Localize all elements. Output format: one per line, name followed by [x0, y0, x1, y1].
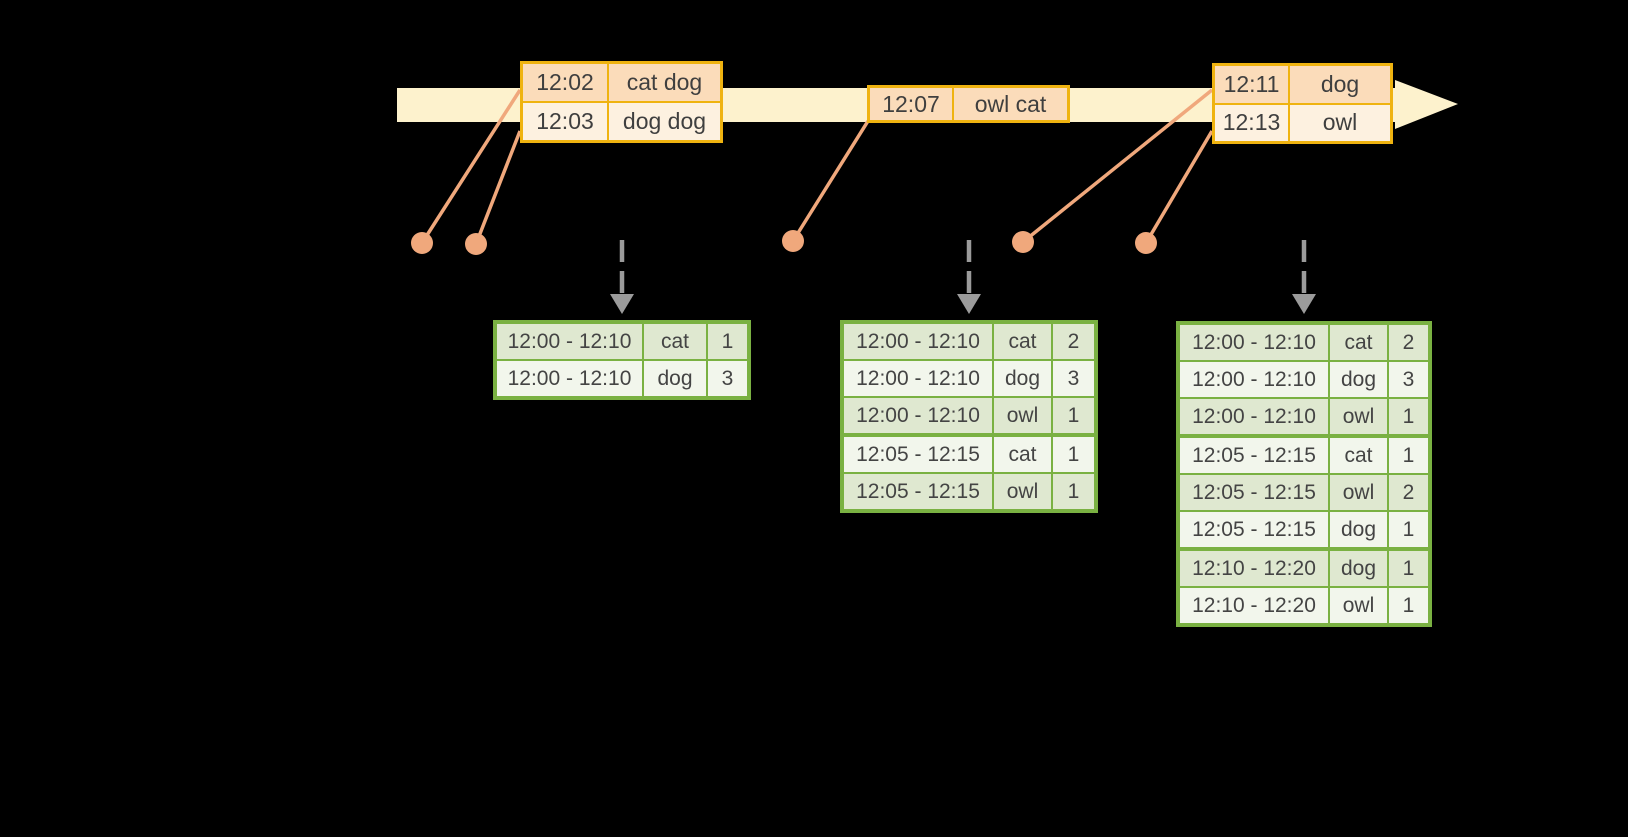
count-cell: 1	[1053, 474, 1094, 509]
event-words-cell: cat dog	[609, 64, 720, 101]
event-connector-line	[1021, 88, 1214, 244]
event-time-cell: 12:07	[870, 88, 952, 120]
window-cell: 12:00 - 12:10	[497, 361, 642, 396]
trigger-arrow-icon	[1292, 240, 1316, 314]
count-cell: 1	[1389, 399, 1428, 434]
window-cell: 12:00 - 12:10	[844, 361, 992, 396]
count-cell: 1	[1053, 437, 1094, 472]
window-cell: 12:00 - 12:10	[1180, 325, 1328, 360]
event-words-cell: dog dog	[609, 103, 720, 140]
count-cell: 2	[1389, 325, 1428, 360]
count-cell: 3	[708, 361, 747, 396]
word-cell: owl	[1330, 588, 1387, 623]
count-cell: 1	[1389, 438, 1428, 473]
window-cell: 12:00 - 12:10	[844, 398, 992, 433]
event-words-cell: owl cat	[954, 88, 1067, 120]
count-cell: 1	[1053, 398, 1094, 433]
word-cell: owl	[994, 474, 1051, 509]
event-connector-line	[420, 89, 522, 244]
trigger-arrows	[610, 240, 1316, 314]
word-cell: cat	[1330, 325, 1387, 360]
event-time-cell: 12:03	[523, 103, 607, 140]
word-cell: dog	[1330, 512, 1387, 547]
trigger-arrow-icon	[610, 240, 634, 314]
word-cell: dog	[994, 361, 1051, 396]
window-cell: 12:05 - 12:15	[1180, 438, 1328, 473]
word-cell: owl	[994, 398, 1051, 433]
event-words-cell: dog	[1290, 66, 1390, 103]
event-connector-line	[791, 120, 870, 242]
timeline-arrowhead-icon	[1395, 80, 1458, 129]
count-cell: 3	[1053, 361, 1094, 396]
word-cell: cat	[644, 324, 706, 359]
count-cell: 1	[1389, 588, 1428, 623]
window-cell: 12:10 - 12:20	[1180, 588, 1328, 623]
event-dots	[411, 230, 1157, 255]
event-dot	[1012, 231, 1034, 253]
count-cell: 1	[1389, 551, 1428, 586]
event-connector-line	[1144, 130, 1214, 244]
window-cell: 12:05 - 12:15	[844, 474, 992, 509]
word-cell: cat	[994, 324, 1051, 359]
count-cell: 3	[1389, 362, 1428, 397]
window-cell: 12:05 - 12:15	[1180, 512, 1328, 547]
word-cell: cat	[994, 437, 1051, 472]
word-cell: owl	[1330, 475, 1387, 510]
window-cell: 12:10 - 12:20	[1180, 551, 1328, 586]
event-dot	[782, 230, 804, 252]
event-connector-line	[474, 130, 522, 245]
word-cell: owl	[1330, 399, 1387, 434]
trigger-arrow-icon	[957, 240, 981, 314]
event-time-cell: 12:02	[523, 64, 607, 101]
event-dot	[1135, 232, 1157, 254]
count-cell: 1	[1389, 512, 1428, 547]
window-cell: 12:05 - 12:15	[844, 437, 992, 472]
count-cell: 1	[708, 324, 747, 359]
event-dot	[465, 233, 487, 255]
word-cell: dog	[1330, 362, 1387, 397]
window-cell: 12:00 - 12:10	[1180, 362, 1328, 397]
count-cell: 2	[1389, 475, 1428, 510]
word-cell: dog	[1330, 551, 1387, 586]
window-cell: 12:00 - 12:10	[497, 324, 642, 359]
event-time-cell: 12:13	[1215, 104, 1288, 141]
window-cell: 12:00 - 12:10	[844, 324, 992, 359]
event-dot	[411, 232, 433, 254]
window-cell: 12:05 - 12:15	[1180, 475, 1328, 510]
word-cell: dog	[644, 361, 706, 396]
word-cell: cat	[1330, 438, 1387, 473]
event-words-cell: owl	[1290, 104, 1390, 141]
event-time-cell: 12:11	[1215, 66, 1288, 103]
event-connector-lines	[420, 88, 1214, 245]
window-cell: 12:00 - 12:10	[1180, 399, 1328, 434]
count-cell: 2	[1053, 324, 1094, 359]
